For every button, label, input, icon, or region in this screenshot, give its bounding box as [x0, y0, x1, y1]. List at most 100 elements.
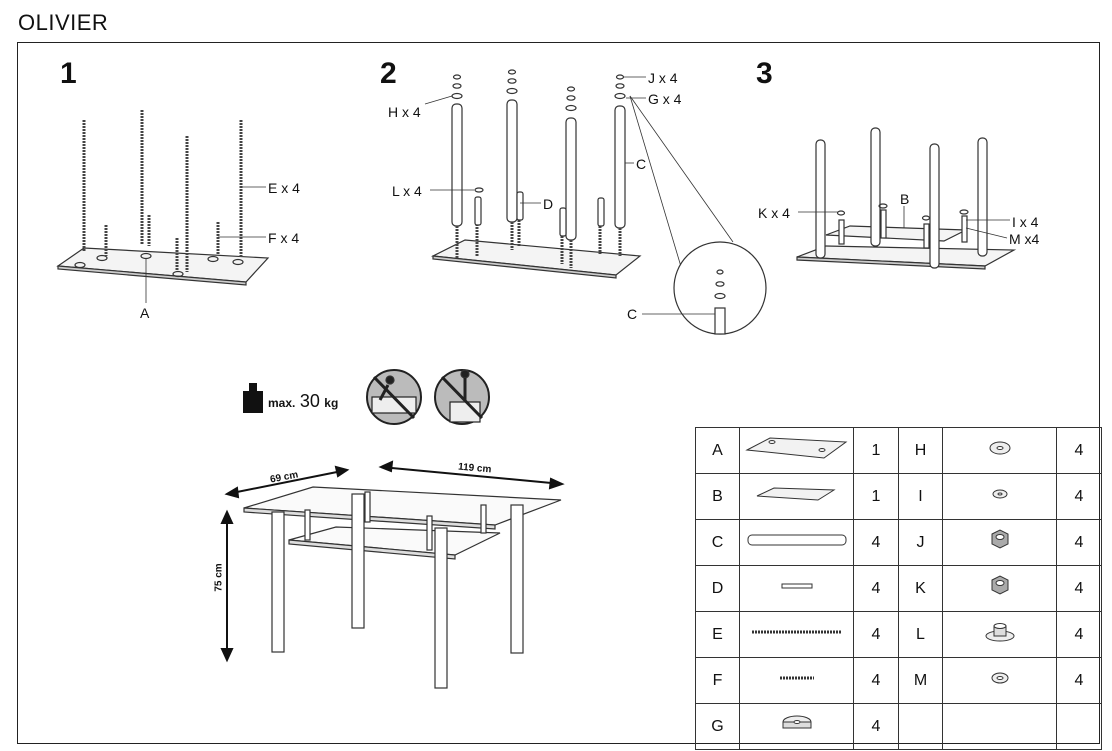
no-standing-icon	[434, 369, 490, 425]
short-connector-icon	[781, 583, 812, 589]
part-image	[739, 565, 854, 612]
part-quantity: 4	[853, 611, 899, 658]
step1-long-rods	[82, 110, 243, 272]
weight-icon	[243, 383, 263, 413]
label-d: D	[543, 196, 554, 212]
part-letter	[898, 703, 943, 750]
step-number-2: 2	[380, 57, 397, 90]
part-letter: F	[695, 657, 740, 704]
step1-short-rods	[104, 215, 220, 270]
page-title: OLIVIER	[18, 10, 109, 35]
dimension-arrows	[220, 460, 565, 663]
max-prefix: max.	[268, 396, 296, 410]
no-climbing-icon	[366, 369, 422, 425]
part-quantity: 4	[853, 565, 899, 612]
part-image	[739, 611, 854, 658]
finished-table-drawing	[243, 486, 562, 689]
part-image	[942, 565, 1057, 612]
glass-top-icon	[744, 437, 847, 459]
label-j: J x 4	[648, 70, 678, 86]
label-e: E x 4	[268, 180, 300, 196]
part-quantity	[1056, 703, 1102, 750]
instruction-frame	[17, 42, 1100, 744]
part-image	[739, 519, 854, 566]
label-m: M x4	[1009, 231, 1040, 247]
label-g: G x 4	[648, 91, 682, 107]
part-letter: G	[695, 703, 740, 750]
part-letter: J	[898, 519, 943, 566]
part-quantity: 4	[1056, 611, 1102, 658]
part-image	[942, 611, 1057, 658]
part-quantity: 4	[853, 657, 899, 704]
step2-connectors	[474, 191, 605, 237]
part-letter: I	[898, 473, 943, 520]
suction-pad-icon	[985, 623, 1014, 642]
part-letter: A	[695, 427, 740, 474]
part-letter: B	[695, 473, 740, 520]
part-letter: E	[695, 611, 740, 658]
part-image	[942, 703, 1057, 750]
part-image	[739, 657, 854, 704]
part-quantity: 1	[853, 473, 899, 520]
part-quantity: 4	[1056, 519, 1102, 566]
part-letter: M	[898, 657, 943, 704]
label-i: I x 4	[1012, 214, 1039, 230]
part-letter: C	[695, 519, 740, 566]
step-number-1: 1	[60, 57, 77, 90]
part-image	[739, 473, 854, 520]
part-letter: D	[695, 565, 740, 612]
nut-icon	[991, 575, 1008, 595]
part-image	[739, 703, 854, 750]
part-quantity: 4	[853, 519, 899, 566]
max-unit: kg	[324, 396, 339, 410]
part-image	[942, 473, 1057, 520]
long-threaded-rod-icon	[751, 630, 842, 634]
part-image	[739, 427, 854, 474]
dimension-height: 75 cm	[213, 563, 225, 592]
part-quantity: 4	[1056, 473, 1102, 520]
part-image	[942, 427, 1057, 474]
part-quantity: 4	[1056, 657, 1102, 704]
label-c-detail: C	[627, 306, 638, 322]
max-load-text: max. 30 kg	[268, 391, 338, 412]
label-k: K x 4	[758, 205, 790, 221]
part-image	[942, 519, 1057, 566]
part-quantity: 1	[853, 427, 899, 474]
part-quantity: 4	[1056, 427, 1102, 474]
label-a: A	[140, 305, 150, 321]
label-f: F x 4	[268, 230, 300, 246]
step-number-3: 3	[756, 57, 773, 90]
part-quantity: 4	[853, 703, 899, 750]
short-threaded-rod-icon	[779, 676, 814, 680]
step3-table	[796, 127, 1017, 270]
step2-glass-top	[430, 239, 642, 279]
glass-shelf-icon	[756, 487, 836, 501]
part-letter: K	[898, 565, 943, 612]
step2-rods	[455, 220, 622, 268]
label-h: H x 4	[388, 104, 421, 120]
leg-tube-icon	[747, 534, 846, 546]
thick-washer-icon	[782, 715, 811, 729]
part-quantity: 4	[1056, 565, 1102, 612]
label-c: C	[636, 156, 647, 172]
part-letter: L	[898, 611, 943, 658]
part-image	[942, 657, 1057, 704]
label-l: L x 4	[392, 183, 422, 199]
step1-glass-top	[56, 247, 270, 286]
step2-washers	[451, 69, 626, 193]
rubber-washer-icon	[991, 672, 1008, 684]
max-value: 30	[299, 391, 320, 411]
large-washer-icon	[989, 441, 1010, 455]
label-b: B	[900, 191, 910, 207]
nut-icon	[991, 529, 1008, 549]
step2-legs	[451, 99, 626, 241]
